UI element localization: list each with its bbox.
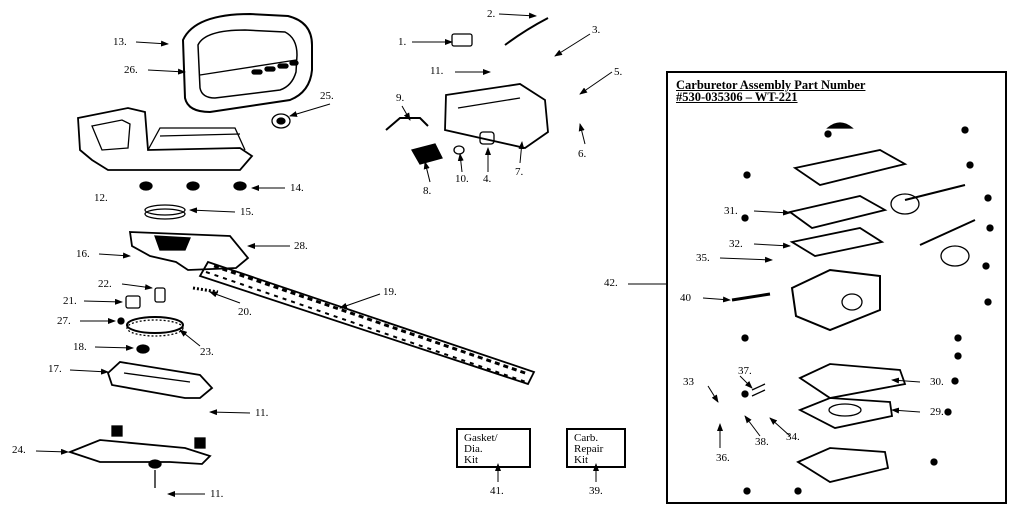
- carb-bullets: [741, 126, 994, 495]
- kit-line: Gasket/: [464, 432, 498, 444]
- part-label-11: 11.: [255, 407, 269, 419]
- part-label-2: 2.: [487, 8, 496, 20]
- part-label-1: 1.: [398, 36, 407, 48]
- part-label-30: 30.: [930, 376, 944, 388]
- part-label-28: 28.: [294, 240, 308, 252]
- mount-parts: [139, 181, 247, 191]
- part-label-13: 13.: [113, 36, 127, 48]
- front-base-housing: [77, 107, 254, 171]
- kit-line: Repair: [574, 443, 604, 455]
- pin-20: [192, 286, 219, 294]
- part-label-24: 24.: [12, 444, 26, 456]
- knob-25: [271, 113, 291, 129]
- part-label-6: 6.: [578, 148, 587, 160]
- part-label-39: 39.: [589, 485, 603, 497]
- part-label-42: 42.: [604, 277, 618, 289]
- part-label-34: 34.: [786, 431, 800, 443]
- gear-assembly: [117, 287, 184, 337]
- part-label-38: 38.: [755, 436, 769, 448]
- part-label-40: 40: [680, 292, 691, 304]
- bottom-bracket: [67, 425, 212, 488]
- part-label-36: 36.: [716, 452, 730, 464]
- part-label-8: 8.: [423, 185, 432, 197]
- carburetor-title-line2: #530-035306 – WT-221: [676, 90, 798, 104]
- cutting-blade: [198, 260, 536, 386]
- part-label-27: 27.: [57, 315, 71, 327]
- part-label-37: 37.: [738, 365, 752, 377]
- engine-parts-top: [385, 17, 549, 165]
- part-label-9: 9.: [396, 92, 405, 104]
- part-label-15: 15.: [240, 206, 254, 218]
- part-label-11: 11.: [430, 65, 444, 77]
- part-label-41: 41.: [490, 485, 504, 497]
- part-label-22: 22.: [98, 278, 112, 290]
- rear-handle-guard: [181, 12, 313, 114]
- part-label-26: 26.: [124, 64, 138, 76]
- part-label-11: 11.: [210, 488, 224, 500]
- kit-line: Kit: [464, 454, 479, 466]
- part-label-16: 16.: [76, 248, 90, 260]
- carburetor-assembly-box: [666, 71, 1007, 504]
- part-label-31: 31.: [724, 205, 738, 217]
- part-label-19: 19.: [383, 286, 397, 298]
- kit-line: Carb.: [574, 432, 599, 444]
- gear-housing-plate: [128, 231, 250, 271]
- part-label-33: 33: [683, 376, 694, 388]
- part-label-10: 10.: [455, 173, 469, 185]
- part-label-20: 20.: [238, 306, 252, 318]
- part-label-25: 25.: [320, 90, 334, 102]
- carburetor-exploded: [731, 122, 976, 483]
- kit-line: Dia.: [464, 443, 483, 455]
- carburetor-title-line1: Carburetor Assembly Part Number: [676, 78, 866, 92]
- part-label-4: 4.: [483, 173, 492, 185]
- part-label-7: 7.: [515, 166, 524, 178]
- part-label-5: 5.: [614, 66, 623, 78]
- kit-line: Kit: [574, 454, 589, 466]
- part-label-12: 12.: [94, 192, 108, 204]
- carb-repair-kit-box: Carb. Repair Kit: [566, 428, 626, 468]
- part-label-35: 35.: [696, 252, 710, 264]
- part-label-17: 17.: [48, 363, 62, 375]
- gear-cover: [106, 344, 214, 399]
- part-label-18: 18.: [73, 341, 87, 353]
- part-label-29: 29.: [930, 406, 944, 418]
- part-label-14: 14.: [290, 182, 304, 194]
- part-label-3: 3.: [592, 24, 601, 36]
- part-label-32: 32.: [729, 238, 743, 250]
- part-label-21: 21.: [63, 295, 77, 307]
- gasket-dia-kit-box: Gasket/ Dia. Kit: [456, 428, 531, 468]
- fan-disc: [144, 204, 186, 216]
- part-label-23: 23.: [200, 346, 214, 358]
